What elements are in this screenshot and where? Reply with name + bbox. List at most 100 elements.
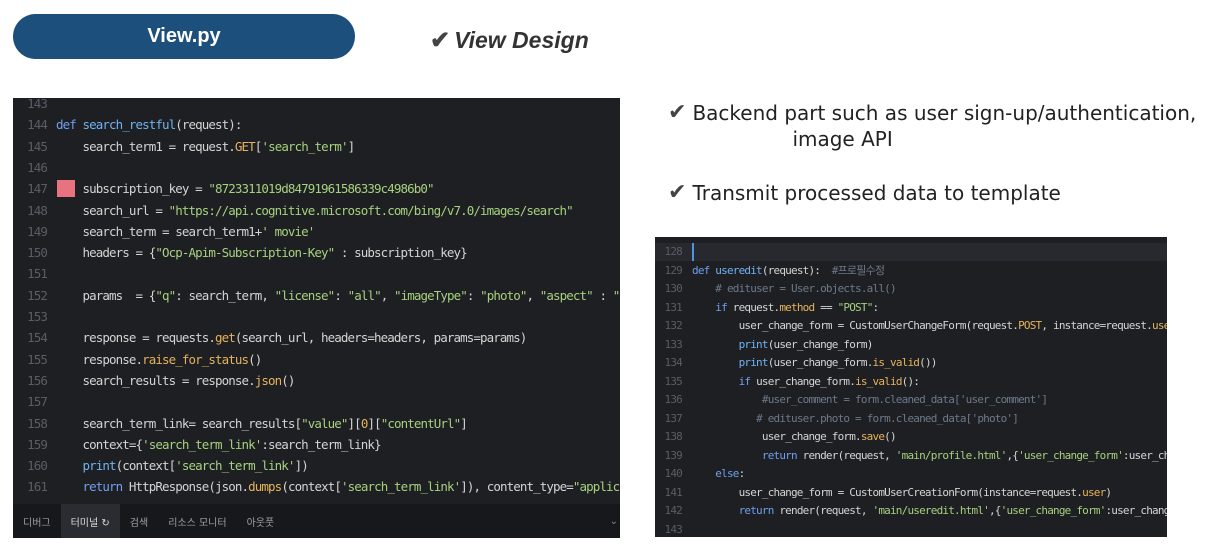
line-number: 134 <box>664 356 683 369</box>
code-line[interactable]: 132 user_change_form = CustomUserChangeF… <box>655 317 1167 336</box>
code-text: else: <box>715 467 745 480</box>
code-line[interactable]: 152 params = {"q": search_term, "license… <box>13 285 620 306</box>
bullet-text-line1: Backend part such as user sign-up/authen… <box>692 101 1197 125</box>
code-line[interactable]: 131 if request.method == "POST": <box>655 299 1167 318</box>
code-text: return render(request, 'main/useredit.ht… <box>738 504 1167 517</box>
code-line[interactable]: 158 search_term_link= search_results["va… <box>13 413 620 434</box>
code-line[interactable]: 154 response = requests.get(search_url, … <box>13 327 620 348</box>
line-number: 141 <box>664 485 683 499</box>
tab-output[interactable]: 아웃풋 <box>246 517 275 529</box>
line-number: 143 <box>27 98 48 111</box>
code-line[interactable]: 135 if user_change_form.is_valid(): <box>655 373 1167 392</box>
code-line[interactable]: 156 search_results = response.json() <box>13 370 620 391</box>
code-line[interactable]: 147 subscription_key = "8723311019d84791… <box>13 178 620 199</box>
code-line[interactable]: 130 # edituser = User.objects.all() <box>655 280 1167 299</box>
code-text: # edituser = User.objects.all() <box>715 282 896 295</box>
line-number: 130 <box>664 282 683 295</box>
code-line[interactable]: 138 user_change_form.save() <box>655 428 1167 447</box>
tab-debug[interactable]: 디버그 <box>23 517 51 529</box>
code-text: print(user_change_form.is_valid()) <box>738 356 938 369</box>
code-line[interactable]: 136 #user_comment = form.cleaned_data['u… <box>655 391 1167 410</box>
code-line[interactable]: 148 search_url = "https://api.cognitive.… <box>13 200 620 221</box>
code-line[interactable]: 139 return render(request, 'main/profile… <box>655 447 1167 466</box>
code-line[interactable]: 150 headers = {"Ocp-Apim-Subscription-Ke… <box>13 242 620 263</box>
code-text: #user_comment = form.cleaned_data['user_… <box>761 393 1048 406</box>
code-text: print(user_change_form) <box>738 337 874 351</box>
code-text: search_term = search_term1+' movie' <box>56 223 316 239</box>
section-title-text: View Design <box>454 27 589 53</box>
line-number: 161 <box>27 479 48 495</box>
line-number: 156 <box>27 372 48 388</box>
code-text: user_change_form = CustomUserChangeForm(… <box>692 319 1167 332</box>
code-line[interactable]: 155 response.raise_for_status() <box>13 349 620 370</box>
line-number: 159 <box>27 436 48 452</box>
code-line[interactable]: 137 # edituser.photo = form.cleaned_data… <box>655 410 1167 429</box>
bullet-transmit: ✔ Transmit processed data to template <box>668 180 1215 206</box>
code-line[interactable]: 145 search_term1 = request.GET['search_t… <box>13 136 620 157</box>
line-number: 157 <box>27 394 48 410</box>
check-icon: ✔ <box>668 180 687 205</box>
code-line[interactable]: 151 <box>13 263 620 284</box>
line-number: 155 <box>27 351 48 367</box>
code-text: if request.method == "POST": <box>715 300 879 314</box>
section-title: ✔ View Design <box>430 26 589 55</box>
bullet-text-line2: image API <box>792 127 893 151</box>
code-text: context={'search_term_link':search_term_… <box>56 436 382 452</box>
line-number: 137 <box>664 411 683 425</box>
code-editor-search-restful[interactable]: 143 144 def search_restful(request): 145 se… <box>13 98 620 538</box>
code-line[interactable]: 143 <box>655 521 1167 538</box>
file-pill-view-py: View.py <box>13 14 355 59</box>
line-number: 152 <box>27 287 48 303</box>
code-text: response.raise_for_status() <box>56 351 263 367</box>
check-icon: ✔ <box>668 100 687 125</box>
code-text: user_change_form.save() <box>692 430 897 443</box>
line-number: 146 <box>27 159 48 175</box>
line-number: 133 <box>664 337 683 351</box>
code-text: response = requests.get(search_url, head… <box>56 330 528 346</box>
code-text: def search_restful(request): <box>56 117 242 133</box>
text-caret <box>692 243 694 261</box>
code-line[interactable]: 133 print(user_change_form) <box>655 336 1167 355</box>
code-line[interactable]: 143 <box>13 98 620 114</box>
line-number: 144 <box>27 117 48 133</box>
code-text: search_term1 = request.GET['search_term'… <box>56 138 356 154</box>
breakpoint-marker[interactable] <box>57 180 75 197</box>
code-text: user_change_form = CustomUserCreationFor… <box>692 485 1112 499</box>
code-line[interactable]: 159 context={'search_term_link':search_t… <box>13 434 620 455</box>
line-number: 143 <box>664 522 683 536</box>
line-number: 135 <box>664 374 683 388</box>
line-number: 128 <box>664 245 683 258</box>
code-line[interactable]: 160 print(context['search_term_link']) <box>13 455 620 476</box>
tab-terminal[interactable]: 터미널 ↻ <box>60 504 120 538</box>
code-text: headers = {"Ocp-Apim-Subscription-Key" :… <box>56 245 468 261</box>
code-line[interactable]: 128 <box>655 243 1167 262</box>
code-line[interactable]: 146 <box>13 157 620 178</box>
bullet-backend: ✔ Backend part such as user sign-up/auth… <box>668 100 1215 152</box>
line-number: 142 <box>664 504 683 517</box>
code-text: return render(request, 'main/profile.htm… <box>761 448 1167 462</box>
code-text: search_term_link= search_results["value"… <box>56 415 468 431</box>
line-number: 151 <box>27 266 48 282</box>
code-line[interactable]: 140 else: <box>655 465 1167 484</box>
code-line[interactable]: 134 print(user_change_form.is_valid()) <box>655 354 1167 373</box>
code-line[interactable]: 149 search_term = search_term1+' movie' <box>13 221 620 242</box>
code-line[interactable]: 161 return HttpResponse(json.dumps(conte… <box>13 476 620 497</box>
line-number: 147 <box>27 181 48 197</box>
tab-resource-monitor[interactable]: 리소스 모니터 <box>168 517 227 529</box>
tab-search[interactable]: 검색 <box>129 517 149 529</box>
code-line[interactable]: 144 def search_restful(request): <box>13 114 620 135</box>
code-line[interactable]: 153 <box>13 306 620 327</box>
panel-tab-bar: 디버그 터미널 ↻ 검색 리소스 모니터 아웃풋 ⌄ <box>13 504 620 538</box>
chevron-down-icon[interactable]: ⌄ <box>609 515 618 527</box>
code-text: return HttpResponse(json.dumps(context['… <box>82 479 620 495</box>
code-line[interactable]: 157 <box>13 391 620 412</box>
code-text: # edituser.photo = form.cleaned_data['ph… <box>756 411 1019 425</box>
code-text: subscription_key = "8723311019d847919615… <box>56 181 435 197</box>
code-line[interactable]: 142 return render(request, 'main/useredi… <box>655 502 1167 521</box>
line-number: 153 <box>27 309 48 324</box>
line-number: 154 <box>27 330 48 346</box>
code-line[interactable]: 141 user_change_form = CustomUserCreatio… <box>655 484 1167 503</box>
line-number: 132 <box>664 319 683 332</box>
